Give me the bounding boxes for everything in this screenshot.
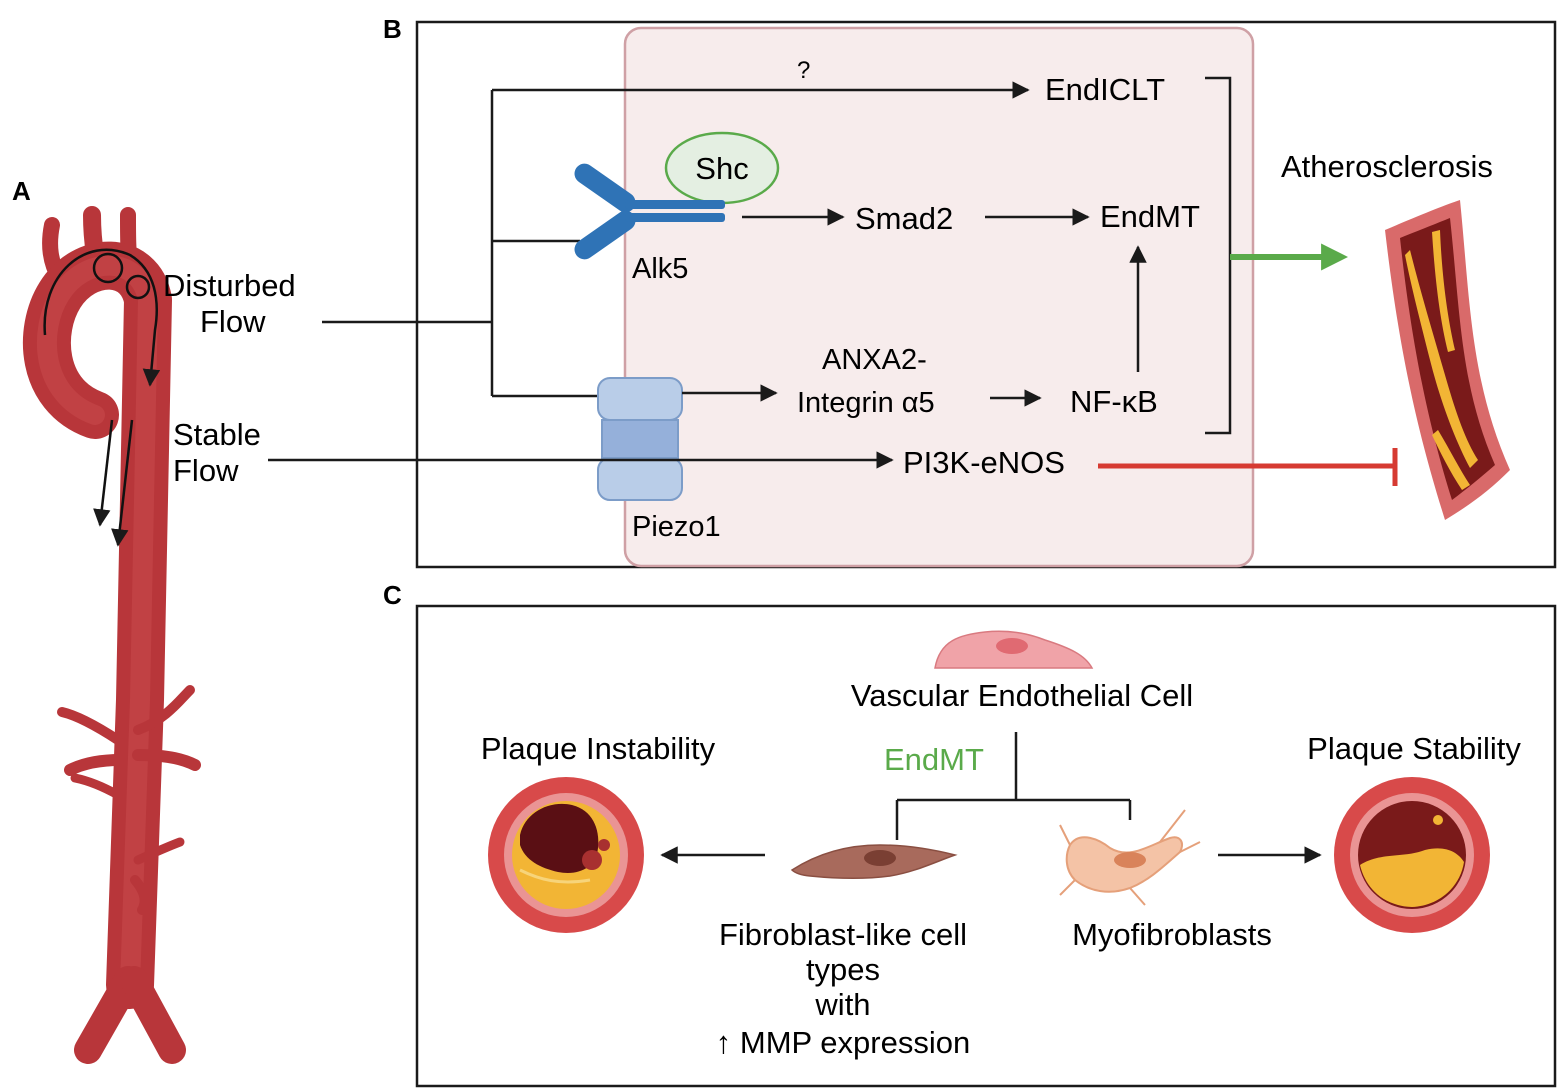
endothelial-cell-label: Vascular Endothelial Cell	[851, 678, 1193, 713]
pi3k-label: PI3K-eNOS	[903, 445, 1065, 480]
plaque-stability-label: Plaque Stability	[1307, 731, 1521, 766]
plaque-instability-label: Plaque Instability	[481, 731, 716, 766]
alk5-receptor-icon	[574, 163, 725, 260]
anxa2-label-1: ANXA2-	[822, 344, 927, 376]
myofibroblast-nucleus	[1114, 852, 1146, 868]
question-mark: ?	[797, 57, 810, 84]
panel-c-label: C	[383, 580, 402, 610]
disturbed-flow-label-2: Flow	[200, 304, 266, 339]
fibroblast-like-cell-icon	[790, 844, 958, 880]
fibroblast-label-1: Fibroblast-like cell	[719, 917, 967, 952]
endiclt-label: EndICLT	[1045, 72, 1165, 107]
piezo1-icon	[597, 377, 683, 501]
myofibroblasts-label: Myofibroblasts	[1072, 917, 1272, 952]
nfkb-label: NF-κB	[1070, 384, 1158, 419]
shc-label: Shc	[695, 151, 748, 186]
panel-b-label: B	[383, 14, 402, 44]
panel-c-frame	[415, 604, 1557, 1088]
stable-plaque-icon	[1334, 777, 1490, 933]
aorta-illustration	[22, 206, 201, 1064]
fibroblast-label-3: with	[814, 987, 870, 1022]
alk5-label: Alk5	[632, 253, 688, 285]
atherosclerotic-vessel-icon	[1385, 200, 1510, 520]
fibroblast-label-4: ↑ MMP expression	[716, 1025, 970, 1060]
endothelial-cell-icon	[934, 630, 1094, 669]
smad2-label: Smad2	[855, 201, 953, 236]
endmt-label: EndMT	[1100, 199, 1200, 234]
unstable-plaque-icon	[488, 777, 644, 933]
disturbed-flow-connectors	[322, 90, 598, 398]
fibroblast-label-2: types	[806, 952, 880, 987]
endmt-tree	[895, 732, 1132, 840]
anxa2-label-2: Integrin α5	[797, 387, 935, 419]
endmt-branch-label: EndMT	[884, 742, 984, 777]
atherosclerosis-label: Atherosclerosis	[1281, 149, 1493, 184]
stable-flow-label-1: Stable	[173, 417, 261, 452]
endothelial-cell-box	[623, 26, 1255, 568]
piezo1-label: Piezo1	[632, 511, 721, 543]
panel-a-label: A	[12, 176, 31, 206]
inhibition-line	[1098, 448, 1398, 486]
stable-flow-label-2: Flow	[173, 453, 239, 488]
disturbed-flow-label-1: Disturbed	[163, 268, 296, 303]
